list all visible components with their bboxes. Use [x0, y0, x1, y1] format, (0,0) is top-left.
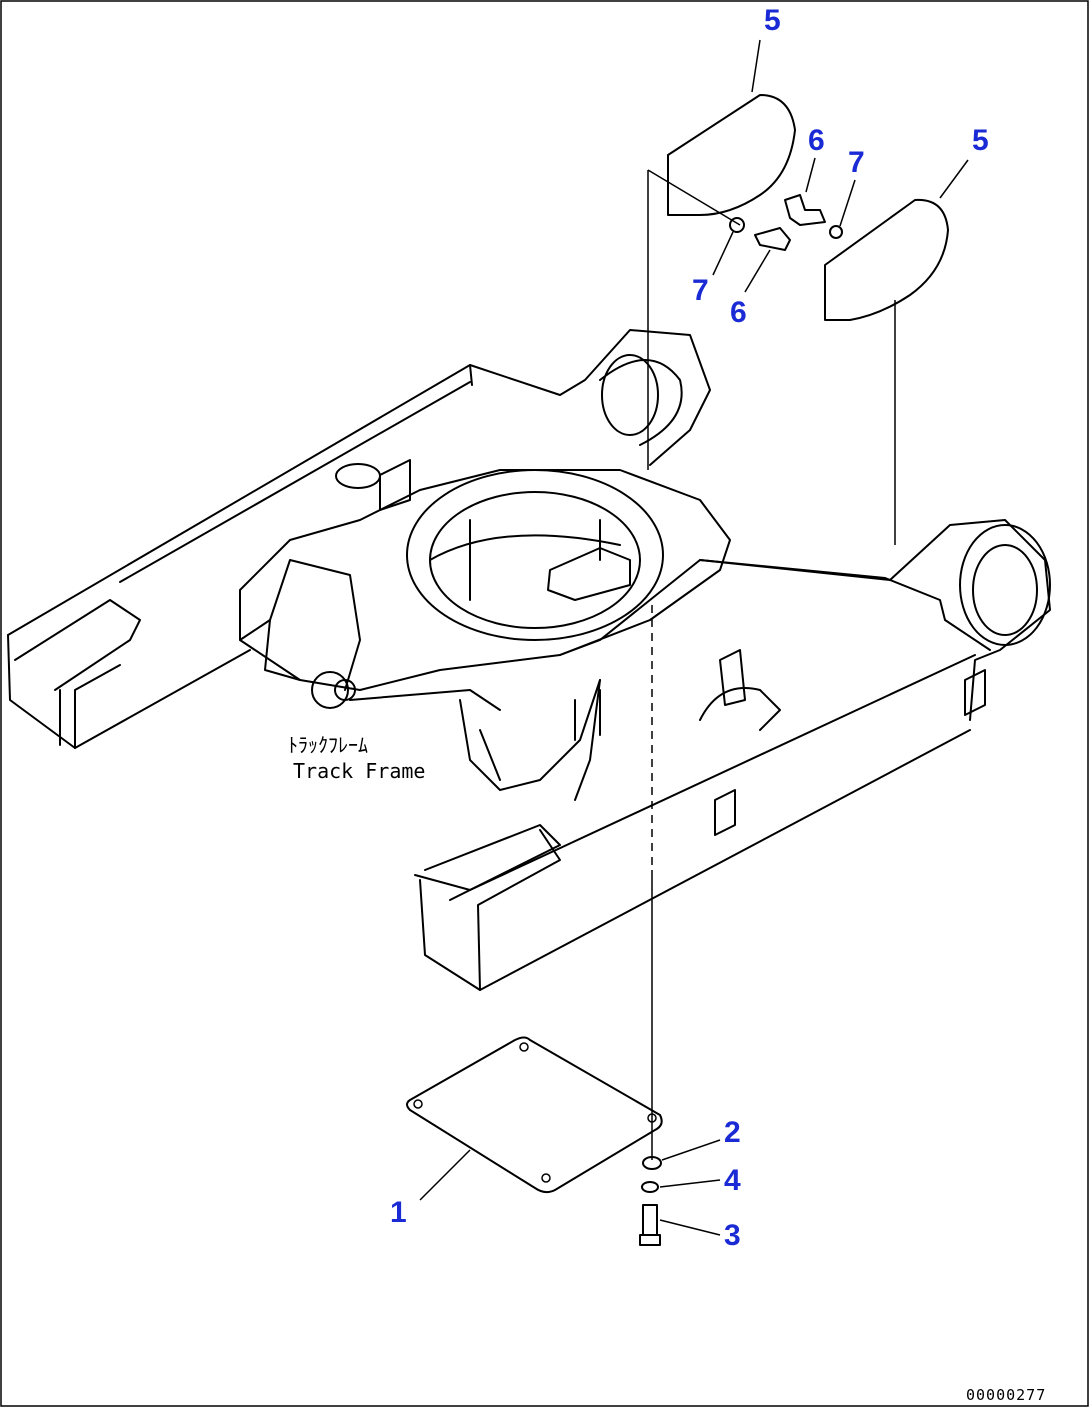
washer-7-upper — [829, 225, 843, 239]
drawing-code: 00000277 — [966, 1386, 1046, 1404]
cover-right-5 — [824, 198, 949, 321]
bolt-6-upper — [784, 194, 843, 239]
callout-7-upper: 7 — [848, 146, 865, 179]
washer-7-lower — [729, 217, 745, 233]
callout-6-lower: 6 — [730, 296, 747, 329]
bolt-6-lower — [729, 217, 791, 251]
lock-nut-2 — [642, 1156, 662, 1170]
leader-lines — [419, 39, 969, 1236]
washer-4 — [641, 1181, 659, 1193]
track-frame-drawing — [7, 329, 1051, 991]
callout-1: 1 — [390, 1196, 407, 1229]
callout-7-lower: 7 — [692, 274, 709, 307]
label-track-frame-jp: ﾄﾗｯｸﾌﾚｰﾑ — [288, 733, 368, 757]
callout-3: 3 — [724, 1219, 741, 1252]
callout-2: 2 — [724, 1116, 741, 1149]
bolt-3 — [639, 1204, 661, 1246]
callout-6-upper: 6 — [808, 124, 825, 157]
callout-5-left: 5 — [764, 4, 781, 37]
callout-4: 4 — [724, 1164, 741, 1197]
label-track-frame-en: Track Frame — [293, 759, 425, 783]
bottom-cover-plate-1 — [406, 1036, 663, 1194]
callout-5-right: 5 — [972, 124, 989, 157]
cover-left-5 — [647, 94, 796, 226]
